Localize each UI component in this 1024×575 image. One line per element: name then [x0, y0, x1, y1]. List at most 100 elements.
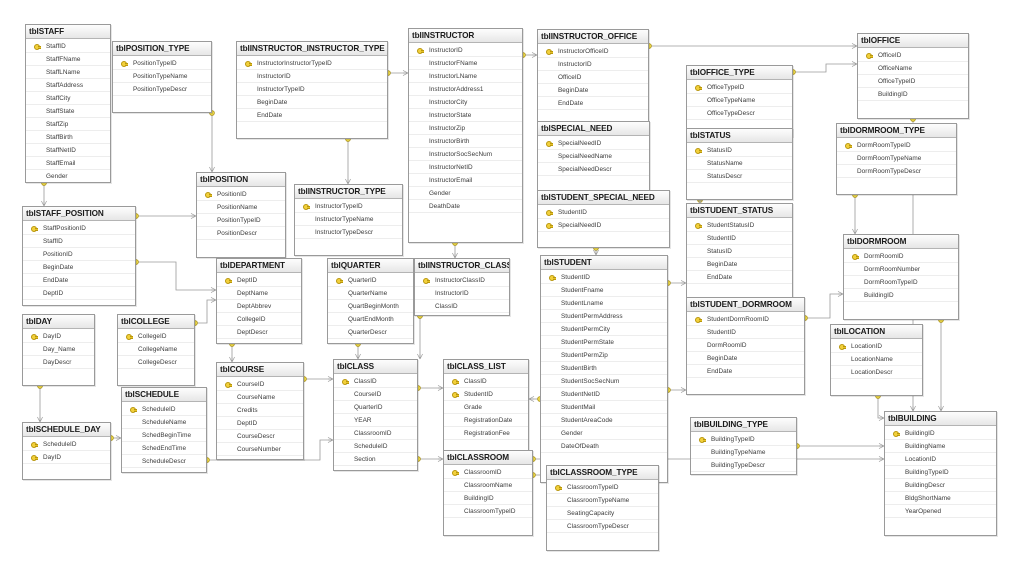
- entity-field-primary-key[interactable]: InstructorID: [409, 44, 522, 57]
- entity-field[interactable]: StatusName: [687, 157, 792, 170]
- entity-field[interactable]: EndDate: [687, 365, 804, 378]
- entity-field[interactable]: EndDate: [687, 271, 792, 284]
- entity-field-primary-key[interactable]: DayID: [23, 451, 110, 464]
- entity-field[interactable]: InstructorNetID: [409, 161, 522, 174]
- entity-field[interactable]: InstructorID: [415, 287, 509, 300]
- entity-field[interactable]: QuarterName: [328, 287, 413, 300]
- entity-field[interactable]: InstructorSocSecNum: [409, 148, 522, 161]
- entity-field[interactable]: PositionTypeID: [197, 214, 285, 227]
- entity-field[interactable]: InstructorState: [409, 109, 522, 122]
- entity-field[interactable]: InstructorFName: [409, 57, 522, 70]
- entity-field[interactable]: CourseID: [334, 388, 417, 401]
- entity-field[interactable]: StudentPermCity: [541, 323, 667, 336]
- entity-field[interactable]: InstructorLName: [409, 70, 522, 83]
- entity-field-primary-key[interactable]: ClassroomTypeID: [547, 481, 658, 494]
- entity-field[interactable]: DeptAbbrev: [217, 300, 301, 313]
- entity-field[interactable]: StaffAddress: [26, 79, 110, 92]
- entity-field[interactable]: PositionID: [23, 248, 135, 261]
- entity-field[interactable]: PositionTypeDescr: [113, 83, 211, 96]
- entity-field[interactable]: YearOpened: [885, 505, 996, 518]
- entity-field[interactable]: QuartEndMonth: [328, 313, 413, 326]
- entity-field[interactable]: PositionName: [197, 201, 285, 214]
- entity-field[interactable]: BuildingName: [885, 440, 996, 453]
- entity-field-primary-key[interactable]: OfficeTypeID: [687, 81, 792, 94]
- entity-field[interactable]: BuildingTypeID: [885, 466, 996, 479]
- entity-field-primary-key[interactable]: QuarterID: [328, 274, 413, 287]
- entity-field[interactable]: OfficeID: [538, 71, 648, 84]
- entity-field-primary-key[interactable]: InstructorTypeID: [295, 200, 402, 213]
- entity-field[interactable]: ClassroomID: [334, 427, 417, 440]
- entity-field[interactable]: PositionDescr: [197, 227, 285, 240]
- entity-field[interactable]: DateOfDeath: [541, 440, 667, 453]
- entity-field[interactable]: StaffZip: [26, 118, 110, 131]
- entity-field[interactable]: ClassroomName: [444, 479, 532, 492]
- entity-field-primary-key[interactable]: InstructorOfficeID: [538, 45, 648, 58]
- entity-field[interactable]: OfficeTypeName: [687, 94, 792, 107]
- entity-field[interactable]: StaffLName: [26, 66, 110, 79]
- entity-field-primary-key[interactable]: CourseID: [217, 378, 303, 391]
- entity-field-primary-key[interactable]: StudentID: [541, 271, 667, 284]
- entity-field[interactable]: Gender: [541, 427, 667, 440]
- entity-field[interactable]: CollegeDescr: [118, 356, 194, 369]
- entity-field-primary-key[interactable]: DormRoomTypeID: [837, 139, 956, 152]
- entity-field-primary-key[interactable]: StatusID: [687, 144, 792, 157]
- entity-field[interactable]: StudentBirth: [541, 362, 667, 375]
- entity-field[interactable]: BldgShortName: [885, 492, 996, 505]
- entity-field[interactable]: StudentSocSecNum: [541, 375, 667, 388]
- entity-field[interactable]: Credits: [217, 404, 303, 417]
- entity-field-primary-key[interactable]: DormRoomID: [844, 250, 958, 263]
- entity-field[interactable]: DormRoomID: [687, 339, 804, 352]
- entity-field[interactable]: StudentFname: [541, 284, 667, 297]
- entity-field-primary-key[interactable]: ScheduleID: [23, 438, 110, 451]
- entity-field[interactable]: SchedBeginTime: [122, 429, 206, 442]
- entity-field-primary-key[interactable]: PositionTypeID: [113, 57, 211, 70]
- entity-field[interactable]: StaffCity: [26, 92, 110, 105]
- entity-field[interactable]: DormRoomNumber: [844, 263, 958, 276]
- entity-field[interactable]: SpecialNeedDescr: [538, 163, 649, 176]
- entity-field[interactable]: SpecialNeedName: [538, 150, 649, 163]
- entity-field[interactable]: EndDate: [538, 97, 648, 110]
- entity-field-primary-key[interactable]: StudentStatusID: [687, 219, 792, 232]
- entity-field[interactable]: ClassroomTypeDescr: [547, 520, 658, 533]
- entity-field[interactable]: StaffID: [23, 235, 135, 248]
- entity-field[interactable]: BuildingID: [444, 492, 532, 505]
- entity-field[interactable]: StudentID: [687, 232, 792, 245]
- entity-field[interactable]: EndDate: [237, 109, 387, 122]
- entity-field[interactable]: InstructorAddress1: [409, 83, 522, 96]
- entity-field[interactable]: OfficeTypeID: [858, 75, 968, 88]
- entity-field[interactable]: ClassroomTypeID: [444, 505, 532, 518]
- entity-field-primary-key[interactable]: OfficeID: [858, 49, 968, 62]
- entity-field[interactable]: StaffNetID: [26, 144, 110, 157]
- entity-field[interactable]: DayDescr: [23, 356, 94, 369]
- entity-field[interactable]: DormRoomTypeDescr: [837, 165, 956, 178]
- entity-field[interactable]: PositionTypeName: [113, 70, 211, 83]
- entity-field[interactable]: EndDate: [23, 274, 135, 287]
- entity-field[interactable]: ScheduleID: [334, 440, 417, 453]
- entity-field-primary-key[interactable]: ClassID: [444, 375, 528, 388]
- entity-field-primary-key[interactable]: CollegeID: [118, 330, 194, 343]
- entity-field[interactable]: QuarterDescr: [328, 326, 413, 339]
- entity-field-primary-key[interactable]: ClassID: [334, 375, 417, 388]
- entity-field[interactable]: YEAR: [334, 414, 417, 427]
- entity-field-primary-key[interactable]: StudentID: [538, 206, 669, 219]
- entity-field-primary-key[interactable]: StudentID: [444, 388, 528, 401]
- entity-field[interactable]: BuildingID: [844, 289, 958, 302]
- entity-field[interactable]: CourseName: [217, 391, 303, 404]
